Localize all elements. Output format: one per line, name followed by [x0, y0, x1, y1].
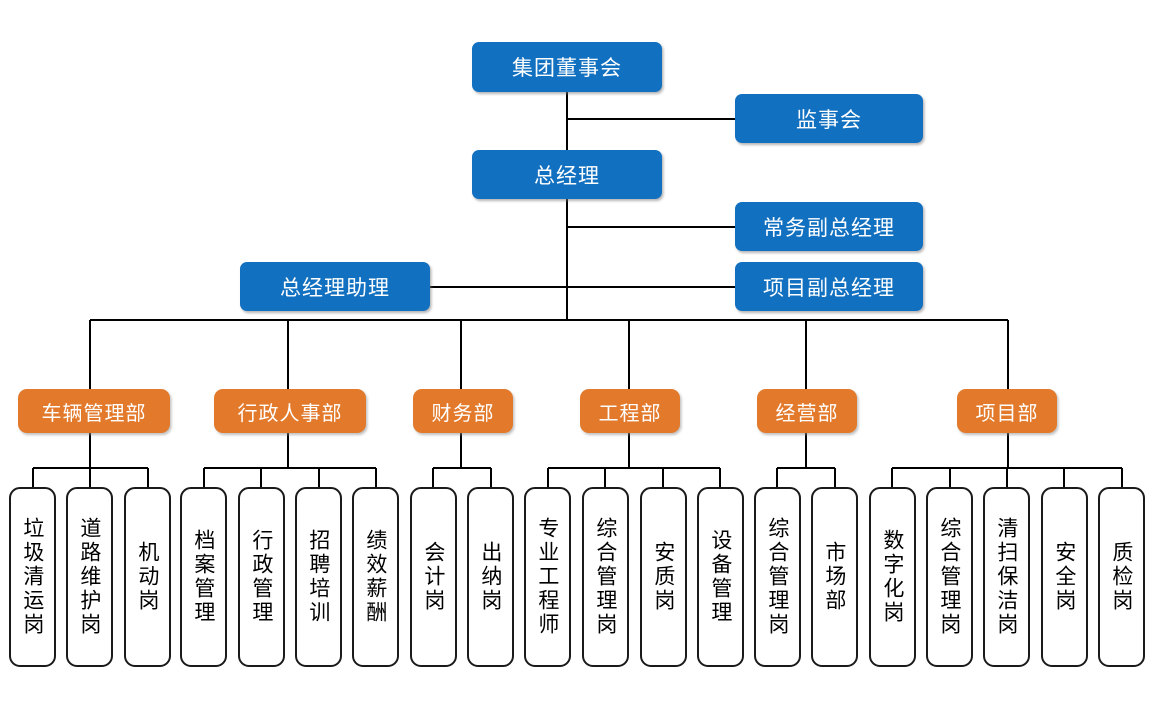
node-dept-engineering[interactable]: 工程部	[580, 389, 680, 433]
node-position-garbage-transport-label: 垃圾清运岗	[20, 517, 45, 637]
node-dept-vehicle-management[interactable]: 车辆管理部	[18, 389, 170, 433]
node-position-quality-inspection[interactable]: 质检岗	[1098, 487, 1145, 667]
node-position-proj-comprehensive-label: 综合管理岗	[937, 517, 962, 637]
node-board-label: 集团董事会	[512, 57, 622, 80]
node-position-safety-quality-label: 安质岗	[651, 541, 676, 613]
node-board[interactable]: 集团董事会	[472, 42, 662, 92]
node-gm-assistant-label: 总经理助理	[280, 276, 390, 300]
node-position-admin-management-label: 行政管理	[249, 529, 274, 625]
node-position-performance-pay-label: 绩效薪酬	[363, 529, 388, 625]
node-dept-operations-label: 经营部	[775, 402, 839, 425]
node-position-garbage-transport[interactable]: 垃圾清运岗	[9, 487, 56, 667]
node-position-accounting[interactable]: 会计岗	[410, 487, 457, 667]
node-position-cleaning[interactable]: 清扫保洁岗	[983, 487, 1030, 667]
node-position-performance-pay[interactable]: 绩效薪酬	[352, 487, 399, 667]
node-position-safety-quality[interactable]: 安质岗	[640, 487, 687, 667]
node-position-recruit-training-label: 招聘培训	[306, 529, 331, 625]
node-position-quality-inspection-label: 质检岗	[1109, 541, 1134, 613]
node-dept-admin-hr[interactable]: 行政人事部	[214, 389, 366, 433]
node-dept-finance-label: 财务部	[431, 402, 495, 425]
node-position-proj-comprehensive[interactable]: 综合管理岗	[926, 487, 973, 667]
node-supervisory-board-label: 监事会	[796, 108, 862, 132]
node-project-deputy-gm-label: 项目副总经理	[763, 276, 895, 300]
node-position-professional-engineer-label: 专业工程师	[535, 517, 560, 637]
node-gm-assistant[interactable]: 总经理助理	[240, 262, 430, 311]
node-exec-deputy-gm[interactable]: 常务副总经理	[735, 202, 923, 251]
node-position-admin-management[interactable]: 行政管理	[238, 487, 285, 667]
node-position-mobile-duty[interactable]: 机动岗	[124, 487, 171, 667]
node-position-archive-management-label: 档案管理	[191, 529, 216, 625]
node-position-market[interactable]: 市场部	[811, 487, 858, 667]
node-dept-finance[interactable]: 财务部	[413, 389, 513, 433]
node-position-professional-engineer[interactable]: 专业工程师	[524, 487, 571, 667]
node-position-ops-comprehensive-label: 综合管理岗	[765, 517, 790, 637]
node-position-cleaning-label: 清扫保洁岗	[994, 517, 1019, 637]
node-supervisory-board[interactable]: 监事会	[735, 94, 923, 143]
node-position-digitalization-label: 数字化岗	[880, 529, 905, 625]
node-dept-vehicle-management-label: 车辆管理部	[41, 402, 147, 425]
node-position-safety[interactable]: 安全岗	[1041, 487, 1088, 667]
node-position-mobile-duty-label: 机动岗	[135, 541, 160, 613]
node-position-equipment-management[interactable]: 设备管理	[697, 487, 744, 667]
node-exec-deputy-gm-label: 常务副总经理	[763, 216, 895, 240]
node-dept-engineering-label: 工程部	[598, 402, 662, 425]
node-project-deputy-gm[interactable]: 项目副总经理	[735, 262, 923, 311]
node-dept-project-label: 项目部	[975, 402, 1039, 425]
node-position-safety-label: 安全岗	[1052, 541, 1077, 613]
node-dept-operations[interactable]: 经营部	[757, 389, 857, 433]
node-position-digitalization[interactable]: 数字化岗	[869, 487, 916, 667]
node-position-market-label: 市场部	[822, 541, 847, 613]
node-position-road-maintenance[interactable]: 道路维护岗	[66, 487, 113, 667]
node-position-equipment-management-label: 设备管理	[708, 529, 733, 625]
node-position-ops-comprehensive[interactable]: 综合管理岗	[754, 487, 801, 667]
node-dept-admin-hr-label: 行政人事部	[237, 402, 343, 425]
node-position-cashier[interactable]: 出纳岗	[467, 487, 514, 667]
node-dept-project[interactable]: 项目部	[957, 389, 1057, 433]
node-position-cashier-label: 出纳岗	[478, 541, 503, 613]
node-position-road-maintenance-label: 道路维护岗	[77, 517, 102, 637]
node-position-eng-comprehensive[interactable]: 综合管理岗	[582, 487, 629, 667]
node-position-eng-comprehensive-label: 综合管理岗	[593, 517, 618, 637]
node-position-accounting-label: 会计岗	[421, 541, 446, 613]
node-general-manager-label: 总经理	[534, 164, 600, 188]
node-position-recruit-training[interactable]: 招聘培训	[295, 487, 342, 667]
node-general-manager[interactable]: 总经理	[472, 150, 662, 199]
node-position-archive-management[interactable]: 档案管理	[180, 487, 227, 667]
